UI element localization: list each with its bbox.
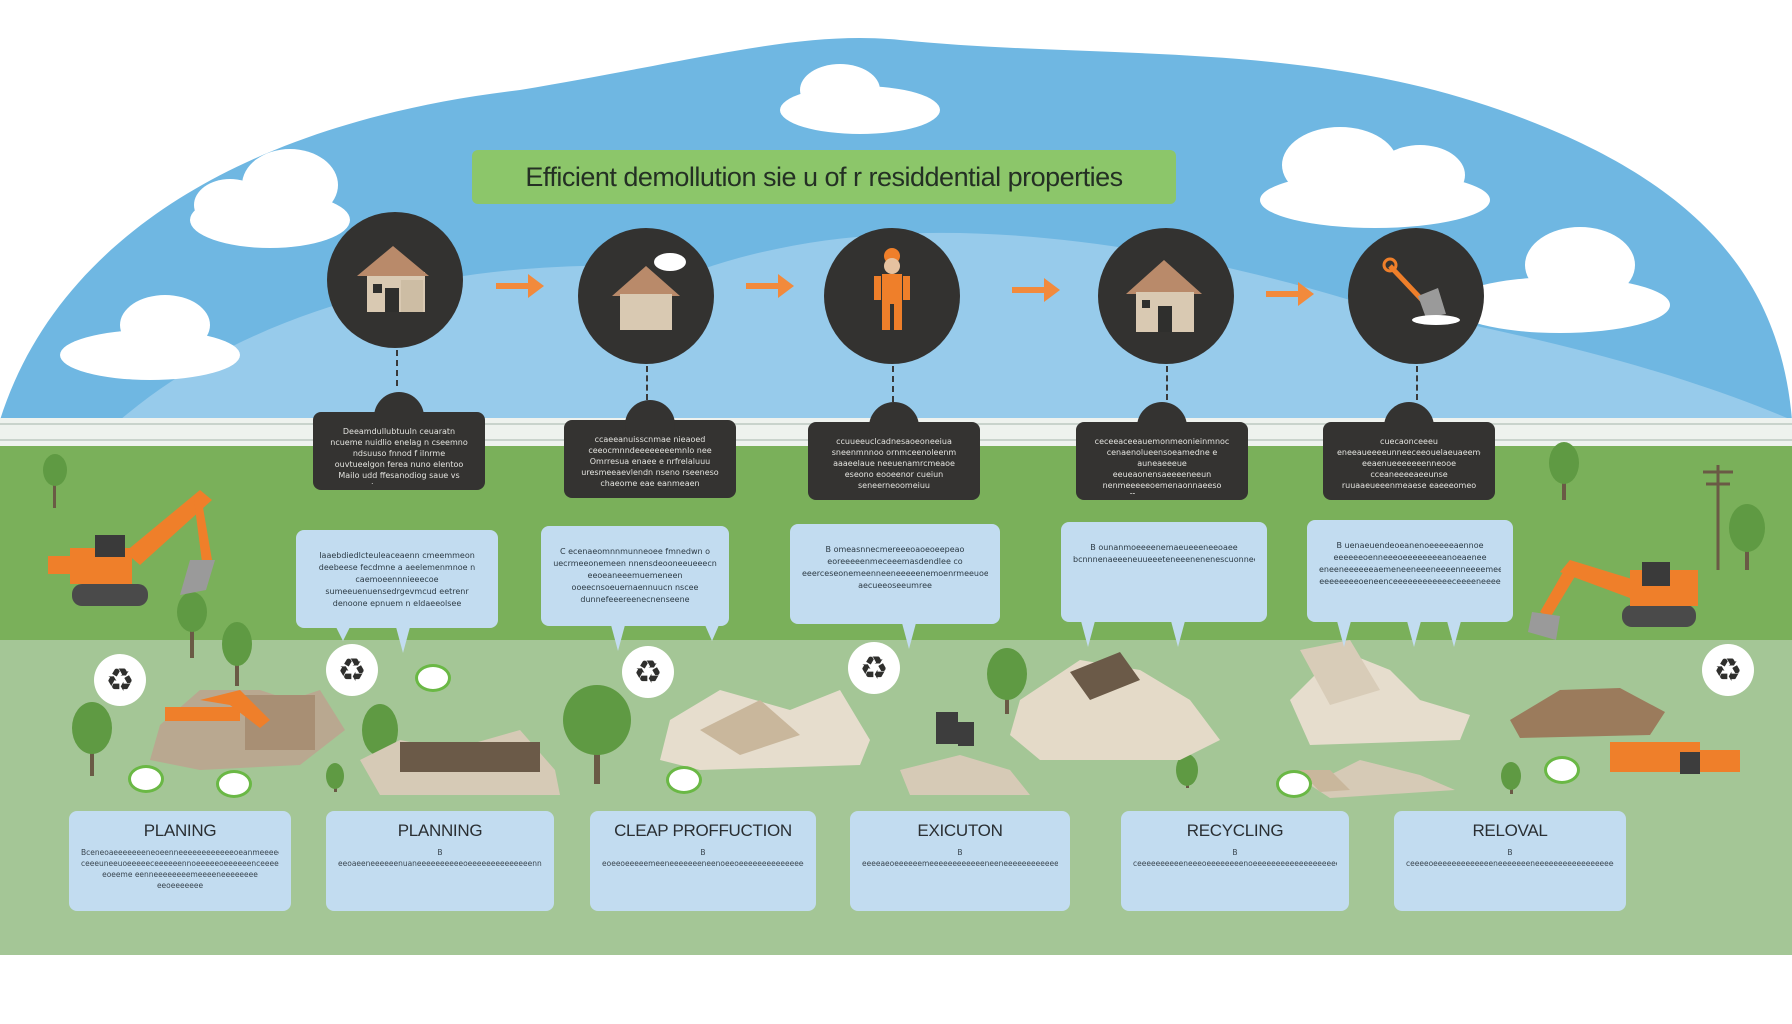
step-detail-text: ccuueeuclcadnesaoeoneeiua sneenmnnoo orn… xyxy=(831,437,957,490)
phase-title: EXICUTON xyxy=(917,821,1003,840)
tree-icon xyxy=(43,442,1765,794)
leaf-badge-icon xyxy=(216,770,252,798)
arrow-right-icon xyxy=(496,274,544,298)
connector-line xyxy=(646,366,648,400)
leaf-badge-icon xyxy=(666,766,702,794)
phase-card-5: RECYCLING B ceeeeeeeeeeneeeoeeeeeeeenoee… xyxy=(1121,811,1349,911)
cloud-icon xyxy=(60,64,1670,380)
step-detail-text: ccaeeanuisscnmae nieaoed ceeocmnndeeeeee… xyxy=(581,435,719,488)
leaf-badge-icon xyxy=(1544,756,1580,784)
connector-line xyxy=(396,350,398,386)
debris-pile-icon xyxy=(150,640,1665,798)
arrow-right-icon xyxy=(1012,278,1060,302)
step-circle-2 xyxy=(578,228,714,364)
recycle-icon: ♻ xyxy=(326,644,378,696)
house-icon xyxy=(357,246,429,312)
step-circle-1 xyxy=(327,212,463,348)
step-detail-box-3: ccuueeuclcadnesaoeoneeiua sneenmnnoo orn… xyxy=(808,402,980,500)
info-bubble-4: B ounanmoeeeenemaeueeeneeoaee bcnnnenaee… xyxy=(1061,522,1267,647)
excavator-icon xyxy=(1528,560,1698,640)
step-detail-box-1: Deeamdullubtuuln ceuaratn ncueme nuidlio… xyxy=(313,392,485,490)
arrow-right-icon xyxy=(1266,282,1314,306)
phase-description: B ceeeeeeeeeeneeeoeeeeeeeenoeeeeeeeeeeee… xyxy=(1133,848,1337,868)
connector-line xyxy=(892,366,894,402)
info-bubble-text: Iaaebdiedlcteuleaceaenn cmeemmeon deebee… xyxy=(318,551,476,608)
step-circle-4 xyxy=(1098,228,1234,364)
phase-title: PLANNING xyxy=(397,821,483,840)
phase-description: B eeoaeeneeeeeenuaneeeeeeeeeeoeeeeeeeeee… xyxy=(338,848,542,868)
leaf-badge-icon xyxy=(415,664,451,692)
house-smoke-icon xyxy=(612,253,686,330)
step-detail-box-4: ceceeaceeauemonmeonieinmnoc cenaenolueen… xyxy=(1076,402,1248,500)
info-bubble-text: B omeasnnecmereeeoaoeoeepeao eoreeeeenme… xyxy=(802,545,988,590)
recycle-icon: ♻ xyxy=(94,654,146,706)
info-bubble-2: C ecenaeomnnmunneoee fmnedwn o uecrmeeon… xyxy=(541,526,729,651)
phase-title: CLEAP PROFFUCTION xyxy=(614,821,792,840)
phase-card-6: RELOVAL B ceeeeoeeeeeeeeeeeeeneeeeeeenee… xyxy=(1394,811,1626,911)
step-circle-5 xyxy=(1348,228,1484,364)
phase-card-2: PLANNING B eeoaeeneeeeeenuaneeeeeeeeeeoe… xyxy=(326,811,554,911)
page-title: Efficient demollution sie u of r residde… xyxy=(525,161,1123,192)
info-bubble-3: B omeasnnecmereeeoaoeoeepeao eoreeeeenme… xyxy=(790,524,1000,649)
step-detail-box-5: cuecaonceeeu eneeaueeeeunneeceeouelaeuae… xyxy=(1323,402,1495,500)
connector-line xyxy=(1416,366,1418,400)
phase-card-4: EXICUTON B eeeeaeoeeeeeemeeeeeeeeeeeenee… xyxy=(850,811,1070,911)
worker-icon xyxy=(874,248,910,330)
info-bubble-text: C ecenaeomnnmunneoee fmnedwn o uecrmeeon… xyxy=(553,547,717,604)
info-bubble-text: B uenaeuendeoeanenoeeeeeaennoe eeeeeeoen… xyxy=(1319,541,1501,586)
phase-card-1: PLANING Bceneoaeeeeeeeneoeenneeeeeeeeeee… xyxy=(69,811,291,911)
phase-title: PLANING xyxy=(143,821,217,840)
step-detail-text: Deeamdullubtuuln ceuaratn ncueme nuidlio… xyxy=(330,427,468,484)
leaf-badge-icon xyxy=(128,765,164,793)
step-detail-text: ceceeaceeauemonmeonieinmnoc cenaenolueen… xyxy=(1094,437,1230,494)
phase-description: B eoeeoeeeeemeeneeeeeeeneenoeeoeeeeeeeee… xyxy=(602,848,804,868)
step-circle-3 xyxy=(824,228,960,364)
excavator-icon xyxy=(48,490,215,606)
leaf-badge-icon xyxy=(1276,770,1312,798)
info-bubble-5: B uenaeuendeoeanenoeeeeeaennoe eeeeeeoen… xyxy=(1307,520,1513,647)
house-icon xyxy=(1126,260,1202,332)
arrow-right-icon xyxy=(746,274,794,298)
step-detail-text: cuecaonceeeu eneeaueeeeunneeceeouelaeuae… xyxy=(1337,437,1481,490)
shovel-icon xyxy=(1382,257,1460,325)
info-bubble-text: B ounanmoeeeenemaeueeeneeoaee bcnnnenaee… xyxy=(1073,543,1255,564)
title-banner: Efficient demollution sie u of r residde… xyxy=(472,150,1176,204)
recycle-icon: ♻ xyxy=(848,642,900,694)
info-bubble-1: Iaaebdiedlcteuleaceaenn cmeemmeon deebee… xyxy=(296,530,498,653)
phase-title: RECYCLING xyxy=(1186,821,1284,840)
phase-description: B eeeeaeoeeeeeemeeeeeeeeeeeeneeneeeeeeee… xyxy=(862,848,1058,868)
phase-description: B ceeeeoeeeeeeeeeeeeeneeeeeeeneeeeeeeeee… xyxy=(1406,848,1614,868)
phase-description: Bceneoaeeeeeeeneoeenneeeeeeeeeeeeoeanmee… xyxy=(81,848,279,890)
recycle-icon: ♻ xyxy=(1702,644,1754,696)
phase-title: RELOVAL xyxy=(1472,821,1548,840)
step-detail-box-2: ccaeeanuisscnmae nieaoed ceeocmnndeeeeee… xyxy=(564,400,736,498)
phase-card-3: CLEAP PROFFUCTION B eoeeoeeeeemeeneeeeee… xyxy=(590,811,816,911)
recycle-icon: ♻ xyxy=(622,646,674,698)
connector-line xyxy=(1166,366,1168,400)
